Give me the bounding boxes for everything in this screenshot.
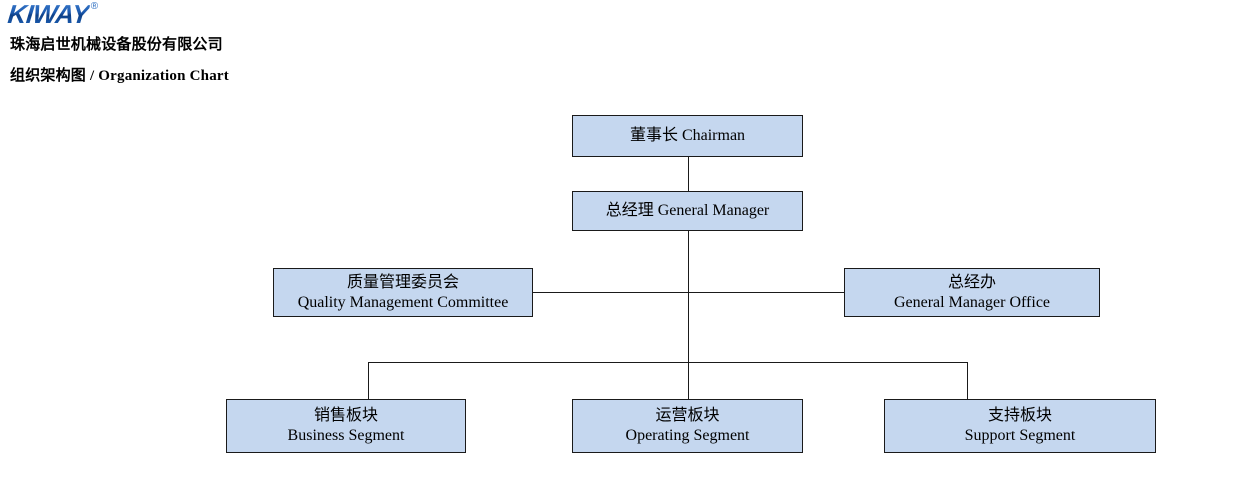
registered-trademark-icon: ® — [90, 1, 99, 12]
node-chairman-label: 董事长 Chairman — [630, 126, 745, 146]
logo-wordmark: KIWAY — [6, 0, 91, 29]
node-business-segment-label-cn: 销售板块 — [313, 407, 378, 424]
connector-drop-support-segment — [967, 362, 968, 399]
node-quality-management-committee-label-en: Quality Management Committee — [297, 293, 509, 311]
node-chairman-label-en: Chairman — [681, 127, 746, 144]
node-general-manager[interactable]: 总经理 General Manager — [572, 191, 803, 231]
page-title: 组织架构图 / Organization Chart — [10, 68, 229, 84]
connector-gm-to-gm-office — [688, 292, 845, 293]
node-support-segment[interactable]: 支持板块 Support Segment — [884, 399, 1156, 453]
node-general-manager-label-cn: 总经理 — [605, 202, 654, 219]
node-support-segment-label-en: Support Segment — [964, 427, 1076, 444]
node-general-manager-office-label-cn: 总经办 — [947, 273, 996, 291]
node-general-manager-office[interactable]: 总经办 General Manager Office — [844, 268, 1100, 317]
node-operating-segment[interactable]: 运营板块 Operating Segment — [572, 399, 803, 453]
node-business-segment-label-en: Business Segment — [287, 427, 405, 444]
node-chairman[interactable]: 董事长 Chairman — [572, 115, 803, 157]
node-quality-management-committee[interactable]: 质量管理委员会 Quality Management Committee — [273, 268, 533, 317]
node-general-manager-label-en: General Manager — [657, 202, 770, 219]
connector-chairman-to-gm — [688, 157, 689, 191]
node-operating-segment-label-cn: 运营板块 — [655, 407, 720, 424]
connector-bottom-bar — [368, 362, 968, 363]
node-chairman-label-cn: 董事长 — [629, 127, 678, 144]
connector-gm-trunk — [688, 231, 689, 363]
connector-drop-operating-segment — [688, 362, 689, 399]
kiway-logo: KIWAY ® — [6, 0, 99, 29]
node-business-segment[interactable]: 销售板块 Business Segment — [226, 399, 466, 453]
node-support-segment-label-cn: 支持板块 — [987, 407, 1052, 424]
node-general-manager-office-label-en: General Manager Office — [893, 293, 1051, 311]
node-quality-management-committee-label-cn: 质量管理委员会 — [346, 273, 459, 291]
connector-gm-to-quality-committee — [533, 292, 689, 293]
connector-drop-business-segment — [368, 362, 369, 399]
node-general-manager-label: 总经理 General Manager — [606, 201, 770, 221]
node-operating-segment-label-en: Operating Segment — [625, 427, 750, 444]
company-name: 珠海启世机械设备股份有限公司 — [10, 37, 223, 53]
